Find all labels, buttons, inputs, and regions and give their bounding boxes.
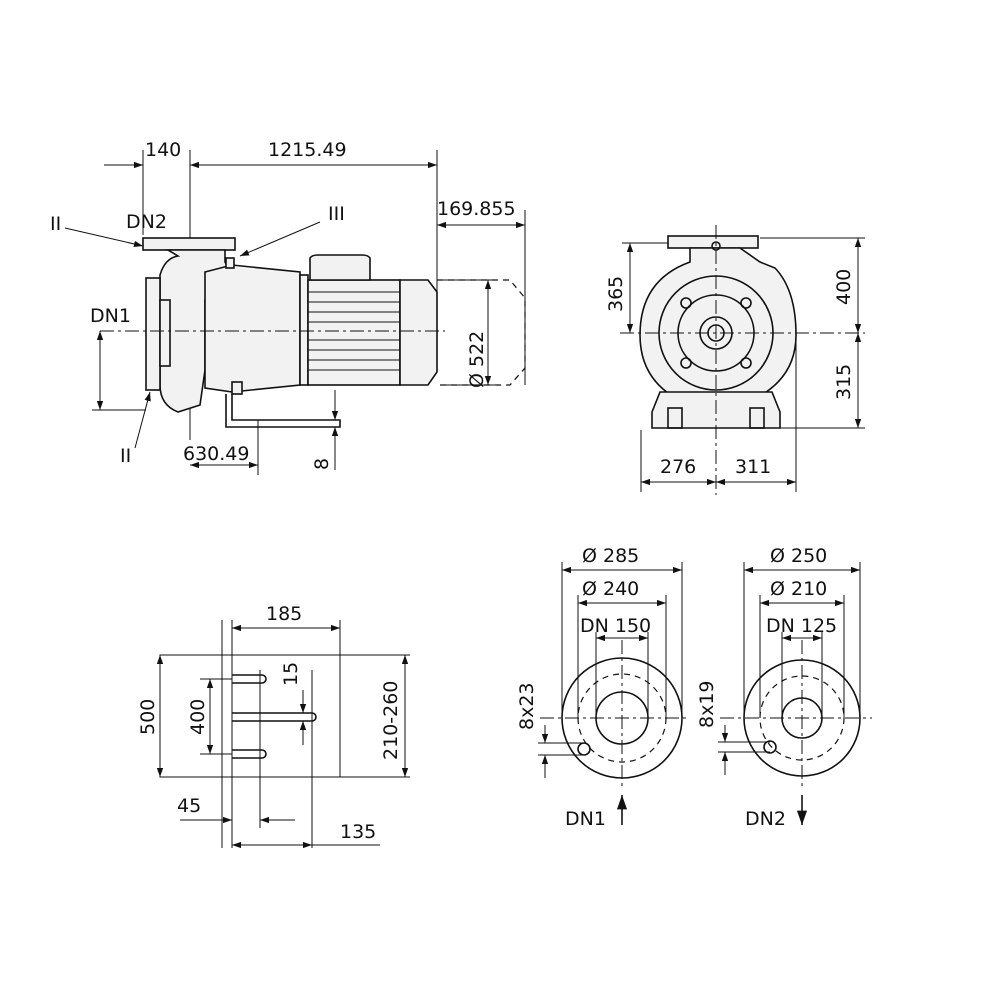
- motor-fins: [308, 291, 400, 371]
- suction-flange: [145, 277, 161, 391]
- dim-15-label: 15: [280, 662, 302, 686]
- flange-dn2: Ø 250 Ø 210 DN 125 8x19 DN2: [696, 545, 872, 830]
- flange-dn1-holes-label: 8x23: [516, 682, 538, 730]
- flange-dn1-outer-label: Ø 285: [582, 545, 639, 567]
- dim-311-label: 311: [735, 456, 771, 478]
- motor-body: [307, 279, 401, 386]
- dim-169-label: 169.855: [437, 198, 516, 220]
- dim-630-label: 630.49: [183, 443, 249, 465]
- flange-dn2-nominal-label: DN 125: [766, 615, 837, 637]
- bolt-hole: [680, 357, 692, 369]
- bracket-foot: [231, 381, 243, 395]
- flange-dn1-label: DN1: [565, 808, 606, 830]
- front-view: 365 400 315 276 311: [605, 225, 865, 495]
- motor-flange: [299, 274, 309, 386]
- bolt-hole: [680, 297, 692, 309]
- dim-1215-label: 1215.49: [268, 139, 347, 161]
- discharge-flange: [142, 237, 236, 251]
- dim-185-label: 185: [266, 603, 302, 625]
- dim-276-label: 276: [660, 456, 696, 478]
- flange-dn2-bolt-circle-label: Ø 210: [770, 578, 827, 600]
- dim-365-label: 365: [605, 276, 627, 312]
- leader-ii-top: [64, 227, 144, 248]
- flange-dn1: Ø 285 Ø 240 DN 150 8x23 DN1: [516, 545, 688, 830]
- base-window: [667, 407, 683, 429]
- dim-140-label: 140: [145, 139, 181, 161]
- suction-nozzle: [159, 299, 171, 367]
- anchor-bolt-mid: [232, 712, 317, 722]
- dim-210-260-label: 210-260: [380, 681, 402, 760]
- dim-315-label: 315: [833, 364, 855, 400]
- anchor-bolt-bottom: [232, 749, 267, 759]
- leader-iii: [239, 221, 321, 257]
- dim-500-label: 500: [137, 699, 159, 735]
- foundation-view: 185 500 400 15 210-260 45 135: [137, 603, 410, 849]
- anchor-bolt-top: [232, 674, 267, 684]
- dim-400-label: 400: [833, 269, 855, 305]
- dim-8-label: 8: [311, 458, 333, 470]
- front-discharge-flange: [667, 235, 759, 249]
- dim-400-anchor-label: 400: [187, 699, 209, 735]
- flange-dn1-bolt-hole: [577, 742, 591, 756]
- dn1-label: DN1: [90, 305, 131, 327]
- bolt-hole: [740, 357, 752, 369]
- motor-removal-envelope: [437, 279, 526, 386]
- support-foot: [225, 394, 341, 428]
- ii-bottom-label: II: [120, 445, 131, 467]
- flange-dn1-bolt-circle-label: Ø 240: [582, 578, 639, 600]
- terminal-box: [309, 254, 371, 281]
- flange-dn2-label: DN2: [745, 808, 786, 830]
- ii-top-label: II: [50, 213, 61, 235]
- fan-cover: [399, 279, 438, 386]
- flange-dn2-holes-label: 8x19: [696, 680, 718, 728]
- bolt-hole: [740, 297, 752, 309]
- flange-dn2-outer-label: Ø 250: [770, 545, 827, 567]
- side-view: 140 1215.49 169.855 DN2 II III DN1 II 63…: [50, 139, 526, 475]
- dn2-label: DN2: [126, 211, 167, 233]
- dim-522-label: Ø 522: [466, 331, 488, 388]
- iii-label: III: [328, 203, 345, 225]
- flange-dn2-bolt-hole: [763, 740, 777, 754]
- dim-135-label: 135: [340, 821, 376, 843]
- dim-45-label: 45: [177, 795, 201, 817]
- bearing-bracket: [204, 264, 301, 393]
- leader-ii-bottom: [134, 391, 151, 449]
- base-window: [749, 407, 765, 429]
- flange-dn1-nominal-label: DN 150: [580, 615, 651, 637]
- vent-plug: [225, 257, 235, 269]
